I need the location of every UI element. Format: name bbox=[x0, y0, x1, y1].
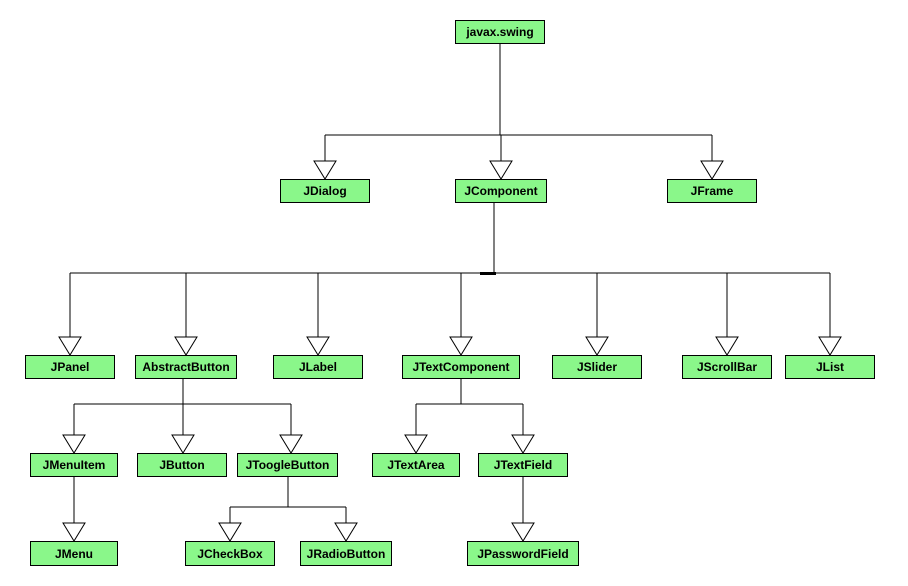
class-box-jtextarea: JTextArea bbox=[372, 453, 460, 477]
class-label: JFrame bbox=[690, 184, 734, 198]
class-label: JMenuItem bbox=[42, 458, 106, 472]
inheritance-arrow-icon bbox=[511, 522, 535, 542]
class-label: JTextComponent bbox=[412, 360, 510, 374]
class-label: JSlider bbox=[576, 360, 618, 374]
inheritance-arrow-icon bbox=[334, 522, 358, 542]
inheritance-arrow-icon bbox=[62, 434, 86, 454]
class-box-jpanel: JPanel bbox=[25, 355, 115, 379]
class-box-jscrollbar: JScrollBar bbox=[682, 355, 772, 379]
class-label: JTextField bbox=[493, 458, 553, 472]
class-label: JPanel bbox=[50, 360, 90, 374]
class-box-jradiobutton: JRadioButton bbox=[300, 541, 392, 566]
class-box-jtextcomponent: JTextComponent bbox=[402, 355, 520, 379]
class-label: JPasswordField bbox=[477, 546, 569, 561]
class-box-jcheckbox: JCheckBox bbox=[185, 541, 275, 566]
inheritance-arrow-icon bbox=[818, 336, 842, 356]
inheritance-arrow-icon bbox=[715, 336, 739, 356]
class-label: JTextArea bbox=[387, 458, 445, 472]
class-box-jtooglebutton: JToogleButton bbox=[237, 453, 338, 477]
class-label: JRadioButton bbox=[306, 546, 386, 561]
inheritance-arrow-icon bbox=[174, 336, 198, 356]
class-label: JMenu bbox=[54, 546, 93, 561]
inheritance-arrow-icon bbox=[171, 434, 195, 454]
inheritance-arrow-icon bbox=[700, 160, 724, 180]
junction-tick bbox=[480, 272, 496, 275]
class-label: javax.swing bbox=[466, 25, 534, 39]
class-label: JList bbox=[815, 360, 844, 374]
class-box-jtextfield: JTextField bbox=[478, 453, 568, 477]
class-box-javax-swing: javax.swing bbox=[455, 20, 545, 44]
class-box-jlist: JList bbox=[785, 355, 875, 379]
inheritance-arrow-icon bbox=[62, 522, 86, 542]
class-box-jbutton: JButton bbox=[137, 453, 227, 477]
class-label: AbstractButton bbox=[142, 360, 230, 374]
edge-group-abstractbutton bbox=[62, 379, 303, 454]
inheritance-arrow-icon bbox=[306, 336, 330, 356]
class-box-jcomponent: JComponent bbox=[455, 179, 547, 203]
class-box-jslider: JSlider bbox=[552, 355, 642, 379]
inheritance-arrow-icon bbox=[449, 336, 473, 356]
class-label: JCheckBox bbox=[197, 546, 263, 561]
class-box-jdialog: JDialog bbox=[280, 179, 370, 203]
class-label: JLabel bbox=[298, 360, 337, 374]
edge-group-jtextcomponent bbox=[404, 379, 535, 454]
inheritance-arrow-icon bbox=[279, 434, 303, 454]
class-box-abstractbutton: AbstractButton bbox=[135, 355, 237, 379]
class-label: JButton bbox=[159, 458, 205, 472]
inheritance-arrow-icon bbox=[511, 434, 535, 454]
class-label: JComponent bbox=[464, 184, 538, 198]
class-box-jmenu: JMenu bbox=[30, 541, 118, 566]
class-label: JScrollBar bbox=[696, 360, 758, 374]
class-label: JToogleButton bbox=[245, 458, 330, 472]
class-box-jframe: JFrame bbox=[667, 179, 757, 203]
edge-group-jtextfield bbox=[511, 477, 535, 542]
inheritance-arrow-icon bbox=[218, 522, 242, 542]
edge-group-jtooglebutton bbox=[218, 477, 358, 542]
inheritance-arrow-icon bbox=[404, 434, 428, 454]
edge-group-jmenuitem bbox=[62, 477, 86, 542]
inheritance-arrow-icon bbox=[58, 336, 82, 356]
class-box-jlabel: JLabel bbox=[273, 355, 363, 379]
class-box-jpasswordfield: JPasswordField bbox=[467, 541, 579, 566]
edge-group-javax-swing bbox=[313, 44, 724, 180]
edge-group-jcomponent bbox=[58, 203, 842, 356]
class-box-jmenuitem: JMenuItem bbox=[30, 453, 118, 477]
inheritance-arrow-icon bbox=[489, 160, 513, 180]
inheritance-arrow-icon bbox=[585, 336, 609, 356]
inheritance-arrow-icon bbox=[313, 160, 337, 180]
class-label: JDialog bbox=[303, 184, 347, 198]
